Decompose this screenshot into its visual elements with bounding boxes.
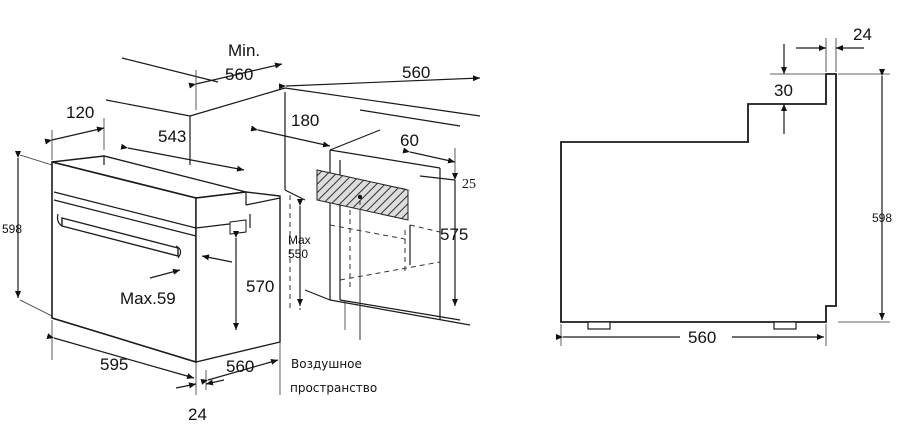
oven-side-profile <box>560 73 837 323</box>
dim-560-min-arrow <box>188 62 283 89</box>
min-width-value: 560 <box>225 65 253 84</box>
oven-handle <box>56 213 182 259</box>
front-24-value: 24 <box>188 405 207 424</box>
profile-24-value: 24 <box>853 25 872 44</box>
profile-30-value: 30 <box>774 81 793 100</box>
dim-560-cabinet-arrow <box>278 75 481 90</box>
oven-foot-front <box>587 321 611 330</box>
max-label: Max <box>288 233 311 247</box>
oven-body <box>51 155 281 364</box>
width-595-value: 595 <box>100 355 128 374</box>
dim-543-arrow <box>120 143 245 172</box>
cabinet-width-value: 560 <box>402 63 430 82</box>
depth-180-value: 180 <box>291 111 319 130</box>
air-point-marker <box>357 194 363 200</box>
dim-24-arrow-a <box>175 382 197 389</box>
min-label: Min. <box>228 41 260 60</box>
height-575-value: 575 <box>440 225 468 244</box>
depth-560-value: 560 <box>226 357 254 376</box>
dim-180-arrow <box>250 125 331 148</box>
dim-60-arrow <box>402 147 456 164</box>
air-space-label-line2: пространство <box>290 381 377 395</box>
slot-25-value: 25 <box>462 177 476 192</box>
dim-560-depth-arrow <box>200 359 279 385</box>
dim-24-arrow-b <box>205 379 225 386</box>
height-598-value: 598 <box>2 222 22 236</box>
slot-60-value: 60 <box>400 131 419 150</box>
isometric-installation-view: Min. 560 560 120 543 180 60 25 598 Max 5… <box>2 41 481 424</box>
max-550-value: 550 <box>288 247 308 261</box>
profile-560-value: 560 <box>688 328 716 347</box>
dim-max59-arrow <box>149 268 181 279</box>
depth-120-value: 120 <box>66 103 94 122</box>
side-profile-view: 24 30 598 560 <box>556 25 892 347</box>
dim-595-arrow <box>46 333 195 379</box>
depth-543-value: 543 <box>158 127 186 146</box>
ventilation-slot <box>316 169 409 221</box>
max-59-value: Max.59 <box>120 289 176 308</box>
air-space-label-line1: Воздушное <box>291 357 362 371</box>
dim-120-arrow <box>44 126 105 145</box>
profile-598-value: 598 <box>872 211 892 225</box>
oven-foot-rear <box>773 321 797 330</box>
height-570-value: 570 <box>246 277 274 296</box>
